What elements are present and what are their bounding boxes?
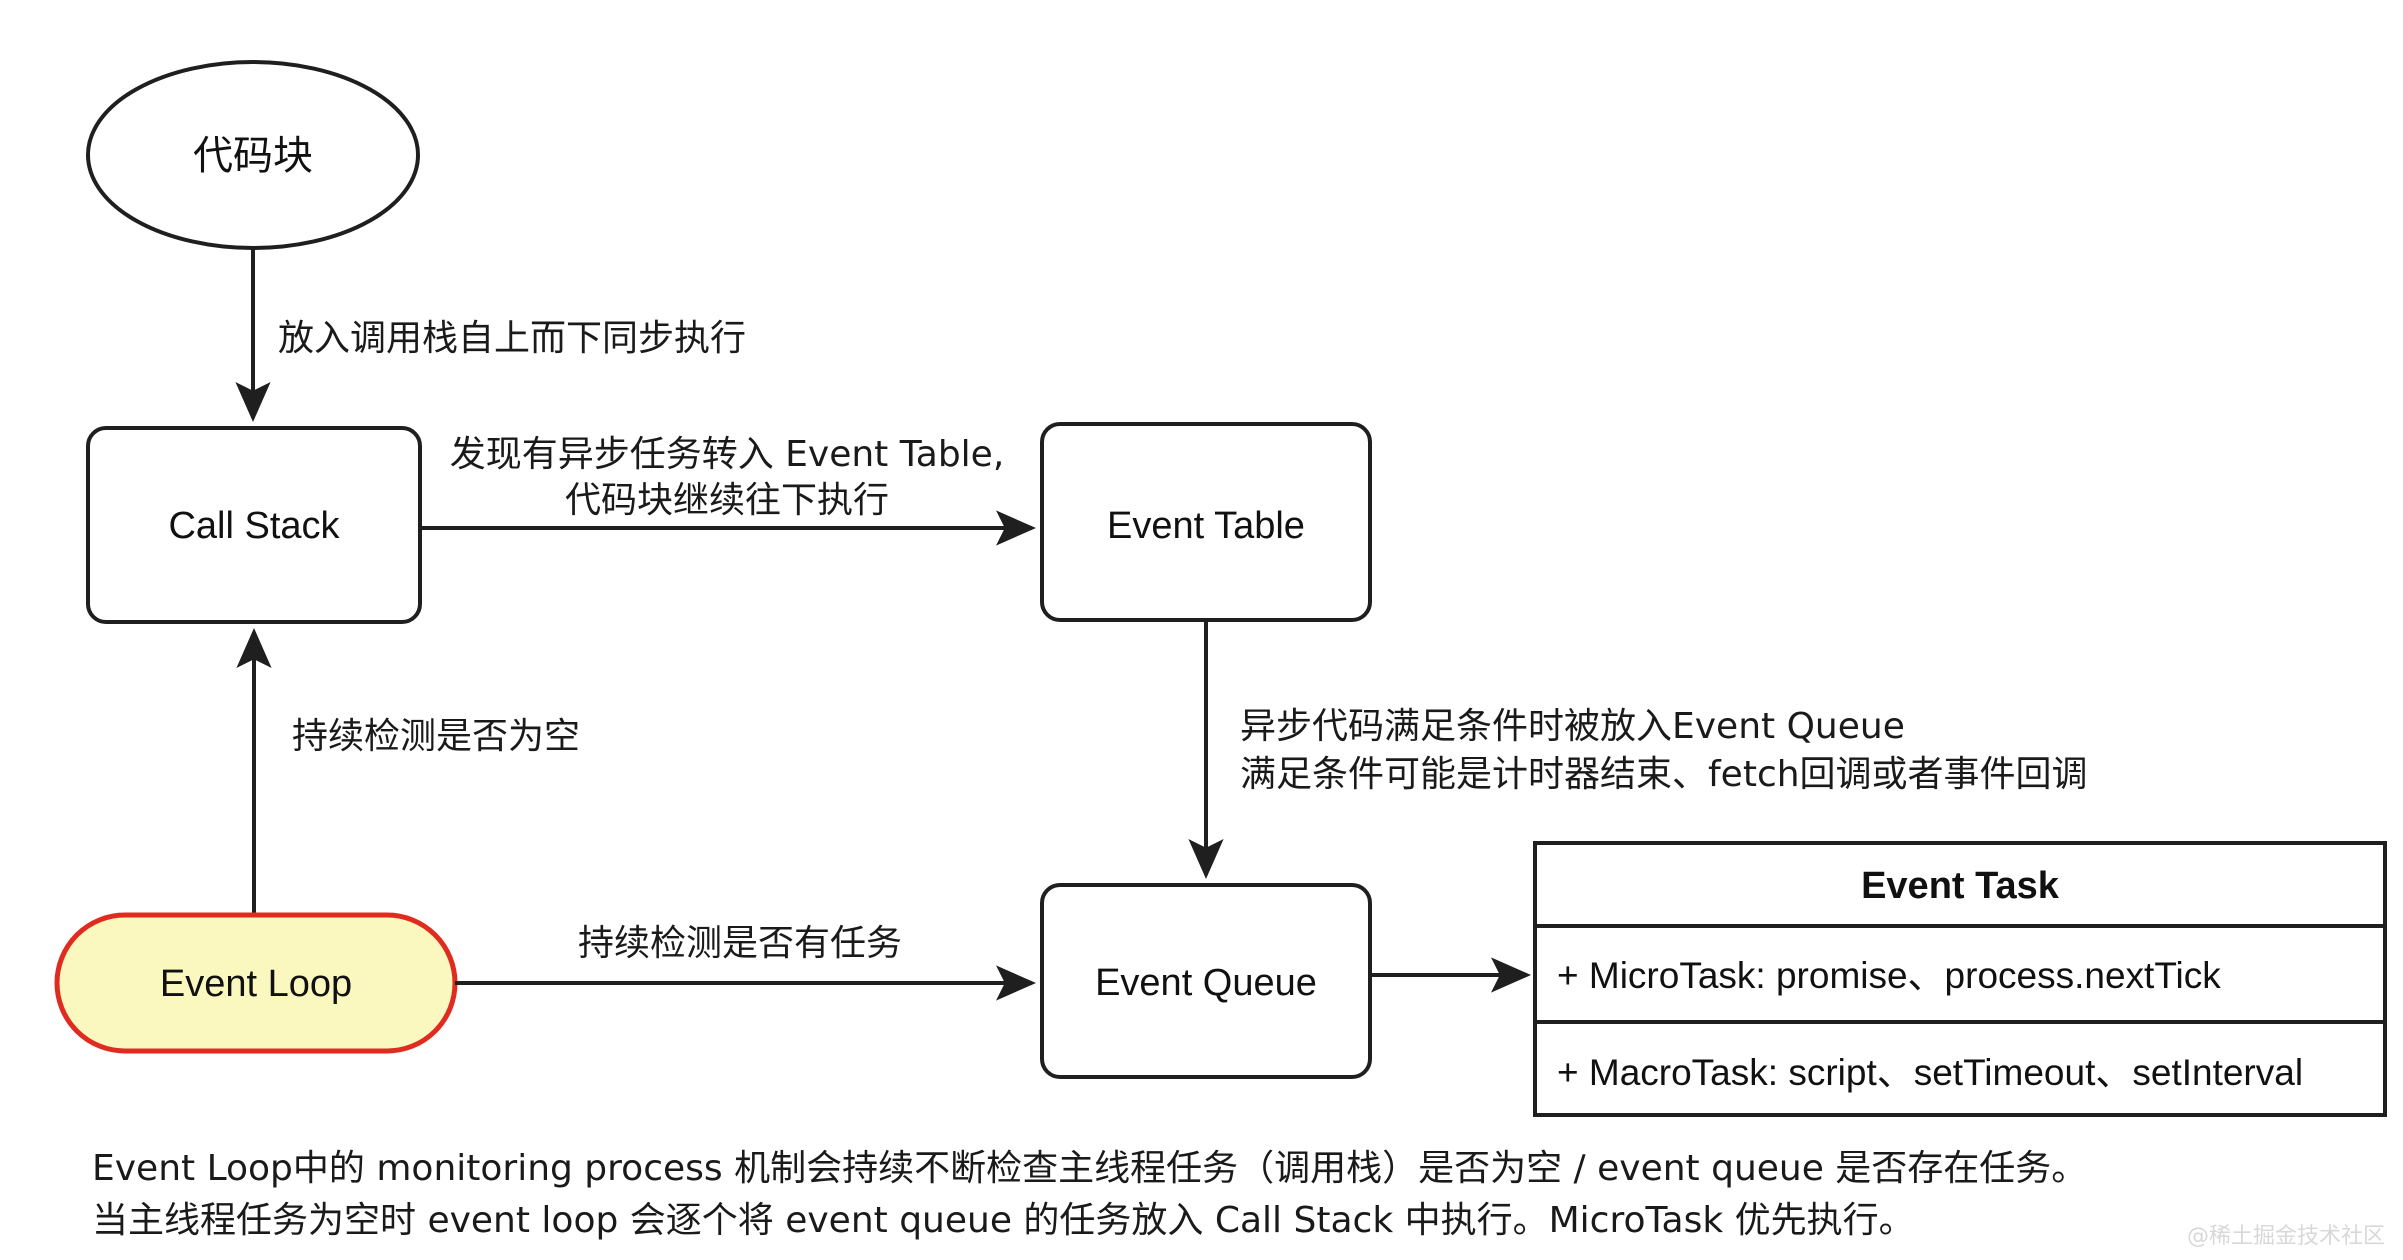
edge-label-event-table-to-event-queue-line2: 满足条件可能是计时器结束、fetch回调或者事件回调 xyxy=(1240,754,2088,795)
watermark: @稀土掘金技术社区 xyxy=(2187,1224,2385,1249)
edge-label-event-table-to-event-queue-line1: 异步代码满足条件时被放入Event Queue xyxy=(1240,706,1905,747)
node-event-table-label: Event Table xyxy=(1107,505,1305,547)
node-event-loop-label: Event Loop xyxy=(160,963,352,1005)
event-task-table-row-microtask: + MicroTask: promise、process.nextTick xyxy=(1557,955,2221,996)
node-call-stack[interactable] xyxy=(86,426,422,624)
edge-label-call-stack-to-event-table-line1: 发现有异步任务转入 Event Table, xyxy=(450,434,1005,475)
node-call-stack-label: Call Stack xyxy=(168,505,340,547)
edge-label-event-loop-to-event-queue: 持续检测是否有任务 xyxy=(578,923,902,964)
node-code-block-label: 代码块 xyxy=(193,133,313,179)
node-event-queue[interactable] xyxy=(1040,883,1372,1079)
event-task-table-title: Event Task xyxy=(1861,865,2060,907)
event-task-table-row-macrotask: + MacroTask: script、setTimeout、setInterv… xyxy=(1557,1052,2303,1093)
caption-line-1: Event Loop中的 monitoring process 机制会持续不断检… xyxy=(92,1148,2087,1189)
edge-label-event-loop-to-call-stack: 持续检测是否为空 xyxy=(292,716,580,757)
edge-label-code-block-to-call-stack: 放入调用栈自上而下同步执行 xyxy=(278,318,746,359)
caption-line-2: 当主线程任务为空时 event loop 会逐个将 event queue 的任… xyxy=(92,1200,1915,1241)
event-task-table[interactable]: Event Task + MicroTask: promise、process.… xyxy=(1533,841,2387,1117)
node-event-queue-label: Event Queue xyxy=(1095,962,1317,1004)
edge-label-call-stack-to-event-table-line2: 代码块继续往下执行 xyxy=(565,480,889,521)
